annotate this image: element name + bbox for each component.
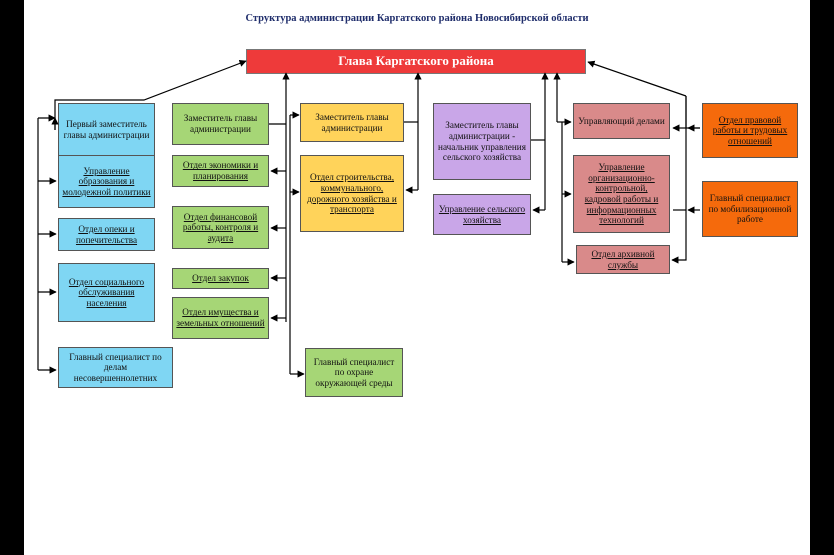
page: Структура администрации Каргатского райо…	[24, 0, 810, 555]
agriculture-deputy-box: Заместитель главы администрации - началь…	[433, 103, 531, 180]
economy-department-box: Отдел экономики и планирования	[172, 155, 269, 187]
diagram-title: Структура администрации Каргатского райо…	[245, 13, 589, 24]
construction-department-box: Отдел строительства, коммунального, доро…	[300, 155, 404, 232]
procurement-department-box: Отдел закупок	[172, 268, 269, 289]
archive-department-box: Отдел архивной службы	[576, 245, 670, 274]
legal-department-box: Отдел правовой работы и трудовых отношен…	[702, 103, 798, 158]
organizational-department-box: Управление организационно-контрольной, к…	[573, 155, 670, 233]
agriculture-department-box: Управление сельского хозяйства	[433, 194, 531, 235]
deputy-head-box-2: Заместитель главы администрации	[172, 103, 269, 145]
chief-of-staff-box: Управляющий делами	[573, 103, 670, 139]
property-department-box: Отдел имущества и земельных отношений	[172, 297, 269, 339]
head-box: Глава Каргатского района	[246, 49, 586, 74]
mobilization-specialist-box: Главный специалист по мобилизационной ра…	[702, 181, 798, 237]
education-department-box: Управление образования и молодежной поли…	[58, 155, 155, 208]
finance-department-box: Отдел финансовой работы, контроля и ауди…	[172, 206, 269, 249]
ecology-specialist-box: Главный специалист по охране окружающей …	[305, 348, 403, 397]
social-service-department-box: Отдел социального обслуживания населения	[58, 263, 155, 322]
minors-specialist-box: Главный специалист по делам несовершенно…	[58, 347, 173, 388]
guardianship-department-box: Отдел опеки и попечительства	[58, 218, 155, 251]
connector-lines	[37, 59, 700, 378]
deputy-head-box-3: Заместитель главы администрации	[300, 103, 404, 142]
